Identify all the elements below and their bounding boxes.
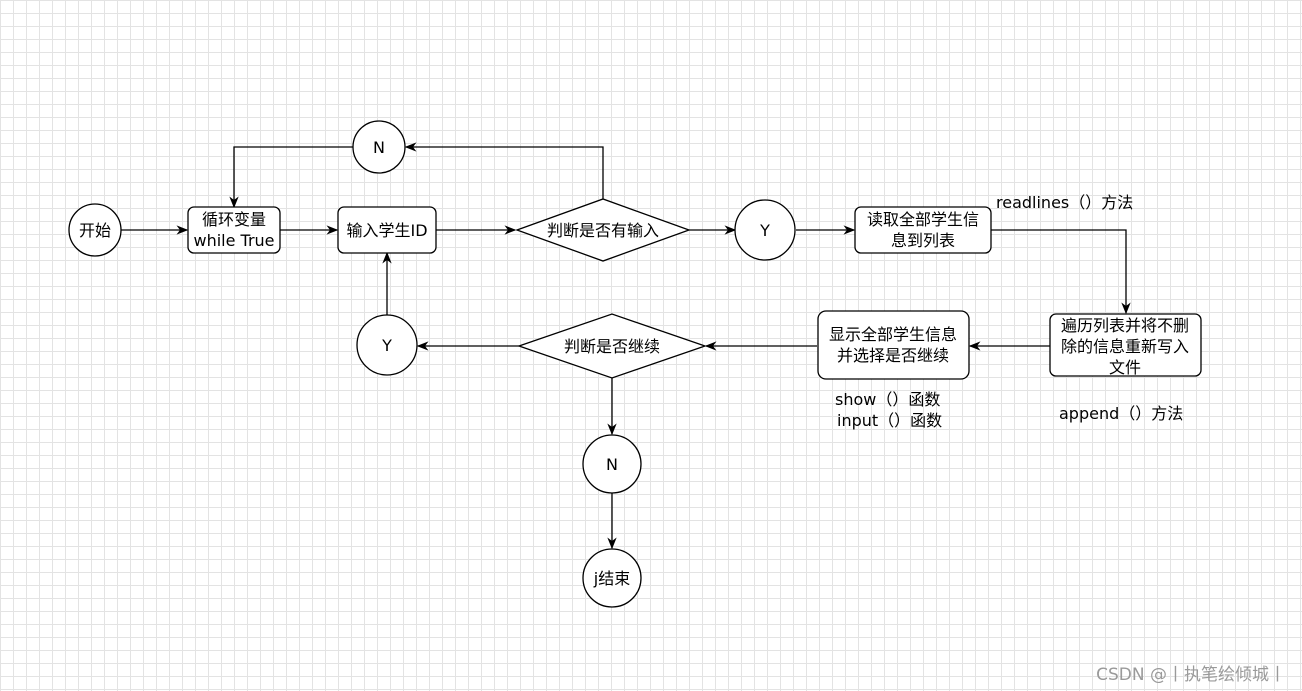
check-input-decision — [515, 198, 691, 262]
y-left-label: Y — [381, 336, 392, 355]
n-top-label: N — [373, 138, 385, 157]
start-node — [68, 203, 122, 257]
readlines-annotation: readlines（）方法 — [996, 193, 1134, 212]
edge-n-top-to-loop — [229, 146, 353, 209]
show-label-line1: 显示全部学生信息 — [829, 325, 957, 344]
input-node — [337, 206, 437, 254]
edge-read-to-traverse — [991, 229, 1131, 315]
n-bottom-node — [582, 434, 642, 494]
traverse-label-line3: 文件 — [1109, 358, 1141, 377]
read-node — [854, 206, 992, 254]
check-continue-label: 判断是否继续 — [564, 337, 660, 356]
check-input-label: 判断是否有输入 — [547, 221, 659, 240]
n-top-node — [352, 120, 406, 174]
end-label: j结束 — [593, 569, 630, 588]
y-mid-node — [734, 199, 796, 261]
n-bottom-label: N — [606, 455, 618, 474]
show-function-annotation: show（）函数 — [835, 390, 941, 409]
check-continue-decision — [517, 313, 707, 379]
start-label: 开始 — [79, 221, 111, 240]
loop-label-line1: 循环变量 — [202, 210, 266, 229]
y-left-node — [356, 314, 418, 376]
loop-node — [187, 206, 281, 254]
input-function-annotation: input（）函数 — [837, 411, 943, 430]
end-node — [582, 548, 642, 608]
watermark: CSDN @丨执笔绘倾城丨 — [1096, 665, 1286, 685]
read-label-line2: 息到列表 — [891, 231, 955, 250]
show-label-line2: 并选择是否继续 — [837, 346, 949, 365]
traverse-label-line2: 除的信息重新写入 — [1061, 337, 1189, 356]
edge-check-to-n-top — [404, 142, 604, 199]
show-node — [817, 310, 970, 380]
y-mid-label: Y — [759, 221, 770, 240]
loop-label-line2: while True — [193, 231, 274, 250]
traverse-label-line1: 遍历列表并将不删 — [1061, 316, 1189, 335]
read-label-line1: 读取全部学生信 — [867, 210, 979, 229]
input-label: 输入学生ID — [346, 221, 427, 240]
append-annotation: append（）方法 — [1059, 404, 1184, 423]
traverse-node — [1049, 313, 1202, 377]
